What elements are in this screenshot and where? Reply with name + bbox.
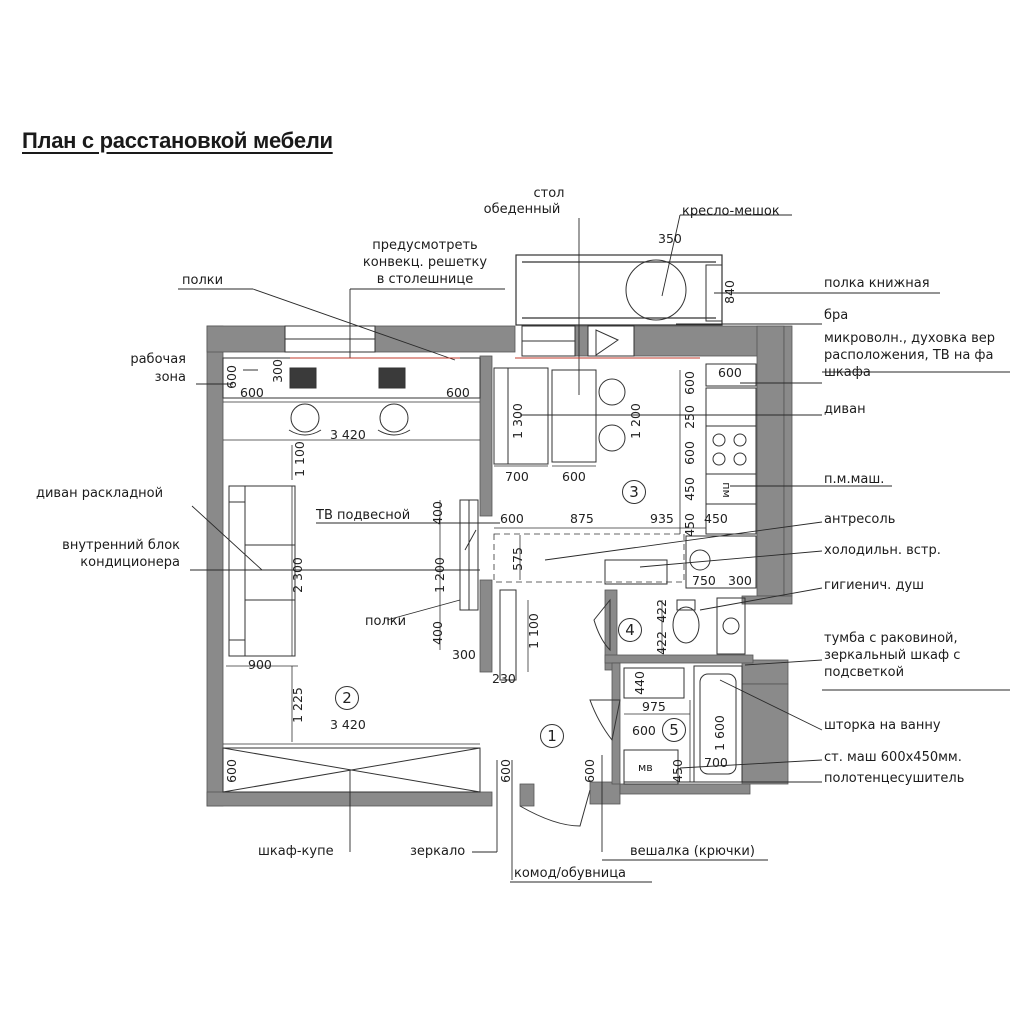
- label-wardrobe: шкаф-купе: [258, 844, 334, 859]
- label-vanity-2: зеркальный шкаф с: [824, 648, 961, 663]
- dim-600-kitchen: 600: [718, 365, 742, 380]
- label-table-line2: обеденный: [483, 202, 561, 217]
- mezzanine-outline: [493, 533, 685, 583]
- dim-1200-tv: 1 200: [431, 557, 447, 593]
- dim-450-wm: 450: [669, 759, 685, 783]
- dim-600-wardrobe: 600: [223, 759, 239, 783]
- dim-1100-hall: 1 100: [525, 613, 541, 649]
- label-convector-3: в столешнице: [376, 272, 474, 287]
- label-hanger: вешалка (крючки): [630, 844, 755, 859]
- dim-2300: 2 300: [289, 557, 305, 593]
- label-microwave-3: шкафа: [824, 365, 871, 380]
- label-dresser: комод/обувница: [514, 866, 627, 881]
- dim-600-hanger: 600: [581, 759, 597, 783]
- dim-600-bath: 600: [632, 723, 656, 738]
- label-vanity-1: тумба с раковиной,: [824, 631, 958, 646]
- dim-300-fridge: 300: [728, 573, 752, 588]
- dim-422-bottom: 422: [653, 631, 669, 655]
- label-dishwasher: п.м.маш.: [824, 472, 885, 487]
- dim-600-dresser: 600: [497, 759, 513, 783]
- label-table-line1: стол: [533, 186, 565, 201]
- dim-600-desk-right: 600: [446, 385, 470, 400]
- room-number-2: 2: [335, 686, 359, 710]
- label-work-zone-2: зона: [154, 370, 186, 385]
- room-number-4: 4: [618, 618, 642, 642]
- windows: [284, 325, 635, 357]
- dim-600-k1: 600: [681, 371, 697, 395]
- doors: [519, 329, 621, 827]
- leader-lines: [178, 214, 1010, 883]
- dim-700-sofa: 700: [505, 469, 529, 484]
- dim-600-row: 600: [500, 511, 524, 526]
- dim-3420-top: 3 420: [330, 427, 366, 442]
- label-washer-mark: мв: [638, 761, 653, 774]
- dim-300-desk: 300: [269, 359, 285, 383]
- dim-600-k2: 600: [681, 441, 697, 465]
- label-microwave-1: микроволн., духовка вер: [824, 331, 995, 346]
- dimension-lines: [223, 370, 706, 782]
- label-beanbag: кресло-мешок: [682, 204, 780, 219]
- label-shower: гигиенич. душ: [824, 578, 925, 593]
- dim-935: 935: [650, 511, 674, 526]
- dim-230: 230: [492, 671, 516, 686]
- label-ac-1: внутренний блок: [62, 538, 180, 553]
- label-shelves-mid: полки: [365, 614, 407, 629]
- label-microwave-2: расположения, ТВ на фа: [824, 348, 994, 363]
- dim-400-top: 400: [429, 501, 445, 525]
- dim-700-bath: 700: [704, 755, 728, 770]
- dim-1300: 1 300: [509, 403, 525, 439]
- dim-1100-top: 1 100: [291, 441, 307, 477]
- dim-422-top: 422: [653, 599, 669, 623]
- label-mirror: зеркало: [410, 844, 466, 859]
- dim-450-row: 450: [704, 511, 728, 526]
- dim-450-k1: 450: [681, 477, 697, 501]
- dim-600-table: 600: [562, 469, 586, 484]
- room-number-1: 1: [540, 724, 564, 748]
- label-convector-1: предусмотреть: [372, 238, 478, 253]
- dim-750: 750: [692, 573, 716, 588]
- label-fridge: холодильн. встр.: [824, 543, 941, 558]
- dim-840: 840: [721, 280, 737, 304]
- label-sofa: диван: [824, 402, 866, 417]
- dim-900: 900: [248, 657, 272, 672]
- dim-600-desk-depth: 600: [223, 365, 239, 389]
- dim-1225: 1 225: [289, 687, 305, 723]
- label-shelves-top: полки: [182, 273, 224, 288]
- dim-1600: 1 600: [711, 715, 727, 751]
- dim-300-shelf: 300: [452, 647, 476, 662]
- dim-575: 575: [509, 547, 525, 571]
- label-vanity-3: подсветкой: [824, 665, 905, 680]
- room-number-5: 5: [662, 718, 686, 742]
- label-mezzanine: антресоль: [824, 512, 896, 527]
- dim-440: 440: [631, 671, 647, 695]
- furniture: [222, 259, 757, 793]
- dim-3420-bottom: 3 420: [330, 717, 366, 732]
- label-sofa-bed: диван раскладной: [36, 486, 164, 501]
- dim-975: 975: [642, 699, 666, 714]
- dim-875: 875: [570, 511, 594, 526]
- label-tv: ТВ подвесной: [316, 508, 411, 523]
- dim-350: 350: [658, 231, 682, 246]
- label-ac-2: кондиционера: [80, 555, 180, 570]
- dim-600-desk-left: 600: [240, 385, 264, 400]
- label-curtain: шторка на ванну: [824, 718, 941, 733]
- dim-1200-table: 1 200: [627, 403, 643, 439]
- label-washer: ст. маш 600х450мм.: [824, 750, 962, 765]
- room-number-3: 3: [622, 480, 646, 504]
- dim-450-k2: 450: [681, 513, 697, 537]
- dim-250: 250: [681, 405, 697, 429]
- balcony: [515, 254, 723, 326]
- label-convector-2: конвекц. решетку: [362, 255, 488, 270]
- page-title: План с расстановкой мебели: [22, 128, 333, 153]
- label-towel: полотенцесушитель: [824, 771, 965, 786]
- label-work-zone-1: рабочая: [130, 352, 186, 367]
- label-dw-mark: пм: [719, 482, 733, 498]
- label-bookshelf: полка книжная: [824, 276, 930, 291]
- walls: [206, 325, 793, 807]
- label-sconce: бра: [824, 308, 849, 323]
- dim-400-bottom: 400: [429, 621, 445, 645]
